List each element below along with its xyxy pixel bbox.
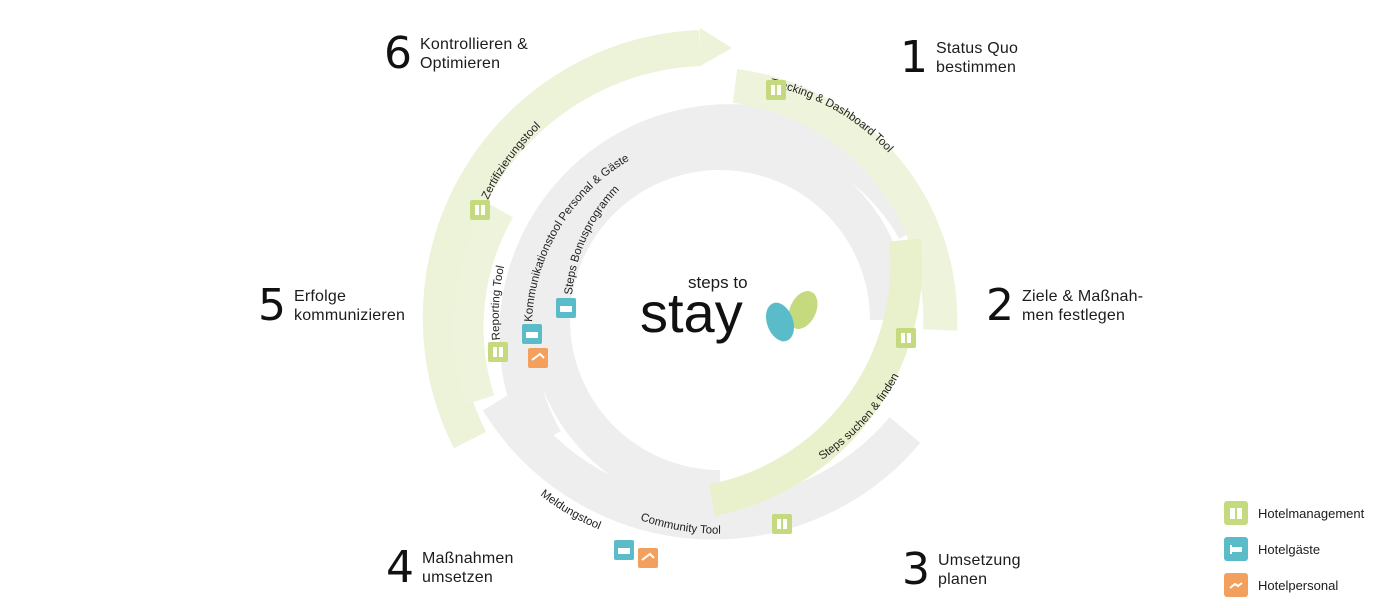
bed-icon: [614, 540, 634, 560]
step-title-line1: Ziele & Maßnah-: [1022, 288, 1144, 305]
hand-icon: [638, 548, 658, 568]
step-title-line2: planen: [938, 571, 988, 588]
legend-label: Hotelmanagement: [1258, 505, 1365, 521]
step-title-line2: bestimmen: [936, 59, 1017, 76]
bed-icon: [522, 324, 542, 344]
gray-ring-outer: [499, 104, 931, 449]
green-arrow-head: [700, 28, 732, 66]
step-title-line2: men festlegen: [1022, 307, 1126, 324]
step-number: 3: [902, 544, 930, 595]
step-title-line1: Kontrollieren &: [420, 36, 528, 53]
legend-label: Hotelpersonal: [1258, 577, 1339, 593]
building-icon: [772, 514, 792, 534]
step-number: 1: [900, 32, 928, 83]
step-title-line1: Erfolge: [294, 288, 347, 305]
logo-small-text: steps to: [688, 273, 748, 292]
legend-item-hotelgaeste: Hotelgäste: [1224, 536, 1364, 562]
bed-icon: [1224, 537, 1248, 561]
building-icon: [470, 200, 490, 220]
step-title-line1: Umsetzung: [938, 552, 1021, 569]
step-number: 5: [258, 280, 286, 331]
step-number: 6: [384, 28, 412, 79]
gray-arc-bottom: [482, 389, 921, 540]
step-2: 2 Ziele & Maßnah-men festlegen: [986, 284, 1143, 328]
bean-logo-icon: [765, 291, 818, 342]
building-icon: [896, 328, 916, 348]
step-title-line2: kommunizieren: [294, 307, 406, 324]
step-number: 2: [986, 280, 1014, 331]
legend-item-hotelmanagement: Hotelmanagement: [1224, 500, 1364, 526]
building-icon: [1224, 501, 1248, 525]
step-title-line2: umsetzen: [422, 569, 493, 586]
legend: Hotelmanagement Hotelgäste Hotelpersonal: [1224, 500, 1364, 608]
step-title-line2: Optimieren: [420, 55, 501, 72]
step-title-line1: Maßnahmen: [422, 550, 514, 567]
green-arc-left: [453, 202, 514, 405]
step-title-line1: Status Quo: [936, 40, 1019, 57]
legend-label: Hotelgäste: [1258, 541, 1321, 557]
logo-big-text: stay: [640, 281, 743, 344]
hand-icon: [1224, 573, 1248, 597]
gray-ring-inner: [530, 130, 910, 510]
building-icon: [488, 342, 508, 362]
step-6: 6 Kontrollieren &Optimieren: [384, 32, 528, 76]
step-number: 4: [386, 542, 414, 593]
hand-icon: [528, 348, 548, 368]
legend-item-hotelpersonal: Hotelpersonal: [1224, 572, 1364, 598]
green-ring-outer: [422, 30, 701, 449]
building-icon: [766, 80, 786, 100]
green-arc-steps: [708, 238, 923, 516]
bed-icon: [556, 298, 576, 318]
